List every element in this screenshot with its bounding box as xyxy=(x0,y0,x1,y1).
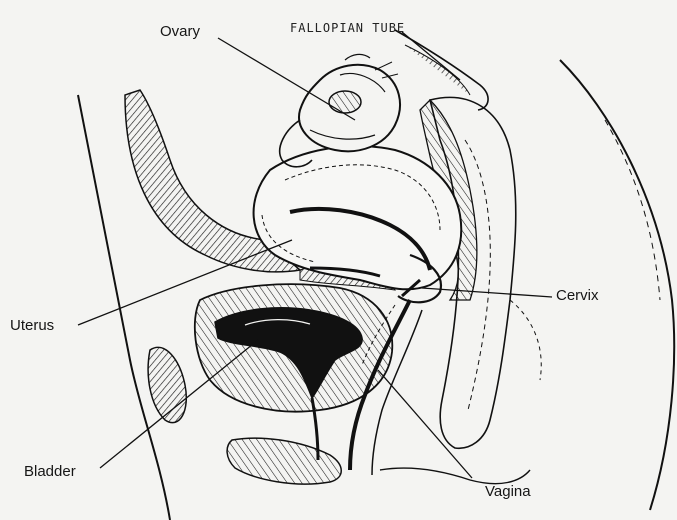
label-fallopian-tube: FALLOPIAN TUBE xyxy=(290,22,405,34)
back-outline xyxy=(560,60,674,510)
label-uterus: Uterus xyxy=(10,318,54,333)
label-cervix: Cervix xyxy=(556,288,599,303)
cervix-leader xyxy=(422,288,552,297)
pubic-bone xyxy=(148,347,186,422)
fallopian-tube-leader xyxy=(402,32,460,80)
label-bladder: Bladder xyxy=(24,464,76,479)
vagina-leader xyxy=(378,370,472,478)
label-ovary: Ovary xyxy=(160,24,200,39)
perineum xyxy=(227,438,341,484)
label-vagina: Vagina xyxy=(485,484,531,499)
ovary-shape xyxy=(329,91,361,113)
